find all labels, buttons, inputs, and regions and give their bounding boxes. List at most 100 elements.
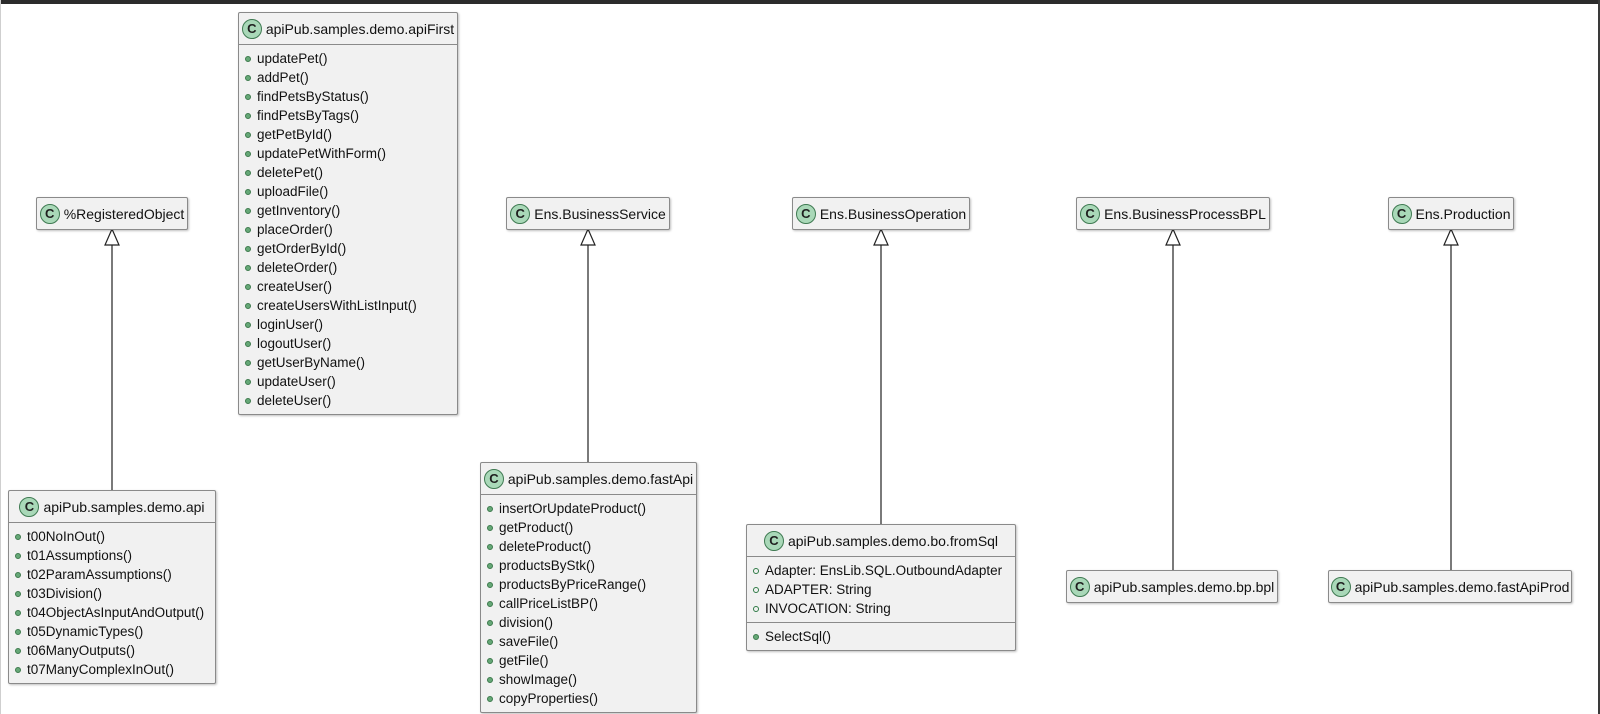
class-method[interactable]: t06ManyOutputs() — [15, 641, 209, 660]
class-method[interactable]: updateUser() — [245, 372, 451, 391]
class-method[interactable]: t01Assumptions() — [15, 546, 209, 565]
inheritance-arrow-bo-from-sql — [873, 227, 889, 524]
method-label: getOrderById() — [257, 241, 347, 256]
public-method-icon — [15, 609, 21, 616]
class-method[interactable]: deleteProduct() — [487, 537, 690, 556]
class-method[interactable]: division() — [487, 613, 690, 632]
public-method-icon — [245, 169, 251, 176]
class-method[interactable]: getFile() — [487, 651, 690, 670]
public-method-icon — [245, 245, 251, 252]
class-methods: t00NoInOut() t01Assumptions() t02ParamAssu… — [9, 523, 215, 683]
class-method[interactable]: findPetsByStatus() — [245, 87, 451, 106]
method-label: createUser() — [257, 279, 333, 294]
class-method[interactable]: saveFile() — [487, 632, 690, 651]
class-method[interactable]: copyProperties() — [487, 689, 690, 708]
class-method[interactable]: showImage() — [487, 670, 690, 689]
method-label: productsByStk() — [499, 558, 596, 573]
public-method-icon — [245, 283, 251, 290]
class-method[interactable]: getPetById() — [245, 125, 451, 144]
class-field[interactable]: INVOCATION: String — [753, 599, 1009, 618]
class-method[interactable]: updatePet() — [245, 49, 451, 68]
method-label: t07ManyComplexInOut() — [27, 662, 175, 677]
method-label: placeOrder() — [257, 222, 333, 237]
class-method[interactable]: callPriceListBP() — [487, 594, 690, 613]
public-method-icon — [487, 638, 493, 645]
public-field-icon — [753, 586, 759, 593]
class-method[interactable]: addPet() — [245, 68, 451, 87]
class-method[interactable]: t07ManyComplexInOut() — [15, 660, 209, 679]
class-header: C%RegisteredObject — [37, 198, 187, 229]
class-method[interactable]: deletePet() — [245, 163, 451, 182]
class-method[interactable]: loginUser() — [245, 315, 451, 334]
method-label: t01Assumptions() — [27, 548, 133, 563]
class-method[interactable]: createUsersWithListInput() — [245, 296, 451, 315]
class-method[interactable]: uploadFile() — [245, 182, 451, 201]
class-method[interactable]: SelectSql() — [753, 627, 1009, 646]
public-method-icon — [245, 55, 251, 62]
public-method-icon — [15, 666, 21, 673]
public-method-icon — [245, 93, 251, 100]
class-field[interactable]: ADAPTER: String — [753, 580, 1009, 599]
class-method[interactable]: deleteUser() — [245, 391, 451, 410]
class-method[interactable]: placeOrder() — [245, 220, 451, 239]
method-label: saveFile() — [499, 634, 559, 649]
class-method[interactable]: deleteOrder() — [245, 258, 451, 277]
method-label: t00NoInOut() — [27, 529, 106, 544]
class-method[interactable]: getInventory() — [245, 201, 451, 220]
class-method[interactable]: findPetsByTags() — [245, 106, 451, 125]
class-method[interactable]: t02ParamAssumptions() — [15, 565, 209, 584]
class-method[interactable]: t00NoInOut() — [15, 527, 209, 546]
public-method-icon — [15, 590, 21, 597]
method-label: findPetsByStatus() — [257, 89, 369, 104]
class-name: %RegisteredObject — [63, 205, 185, 222]
class-method[interactable]: getProduct() — [487, 518, 690, 537]
class-method[interactable]: insertOrUpdateProduct() — [487, 499, 690, 518]
method-label: getPetById() — [257, 127, 333, 142]
public-method-icon — [15, 628, 21, 635]
public-method-icon — [245, 188, 251, 195]
method-label: logoutUser() — [257, 336, 332, 351]
method-label: deleteProduct() — [499, 539, 592, 554]
class-method[interactable]: createUser() — [245, 277, 451, 296]
inheritance-arrow-fast-api — [580, 227, 596, 462]
method-label: deletePet() — [257, 165, 324, 180]
class-method[interactable]: getOrderById() — [245, 239, 451, 258]
class-field[interactable]: Adapter: EnsLib.SQL.OutboundAdapter — [753, 561, 1009, 580]
public-method-icon — [487, 600, 493, 607]
class-method[interactable]: productsByStk() — [487, 556, 690, 575]
class-stereotype-icon: C — [1069, 576, 1090, 597]
class-method[interactable]: logoutUser() — [245, 334, 451, 353]
class-method[interactable]: t05DynamicTypes() — [15, 622, 209, 641]
class-method[interactable]: productsByPriceRange() — [487, 575, 690, 594]
class-method[interactable]: getUserByName() — [245, 353, 451, 372]
method-label: insertOrUpdateProduct() — [499, 501, 647, 516]
class-method[interactable]: t04ObjectAsInputAndOutput() — [15, 603, 209, 622]
method-label: addPet() — [257, 70, 309, 85]
public-method-icon — [15, 533, 21, 540]
class-method[interactable]: updatePetWithForm() — [245, 144, 451, 163]
field-label: Adapter: EnsLib.SQL.OutboundAdapter — [765, 563, 1003, 578]
public-method-icon — [245, 74, 251, 81]
class-box-registered-object[interactable]: C%RegisteredObject — [36, 197, 188, 230]
class-name: apiPub.samples.demo.apiFirst — [265, 20, 455, 37]
public-method-icon — [487, 524, 493, 531]
window-left-border — [0, 0, 1, 714]
class-stereotype-icon: C — [483, 468, 504, 489]
inheritance-arrow-fast-api-prod — [1443, 227, 1459, 570]
class-method[interactable]: t03Division() — [15, 584, 209, 603]
field-label: ADAPTER: String — [765, 582, 872, 597]
